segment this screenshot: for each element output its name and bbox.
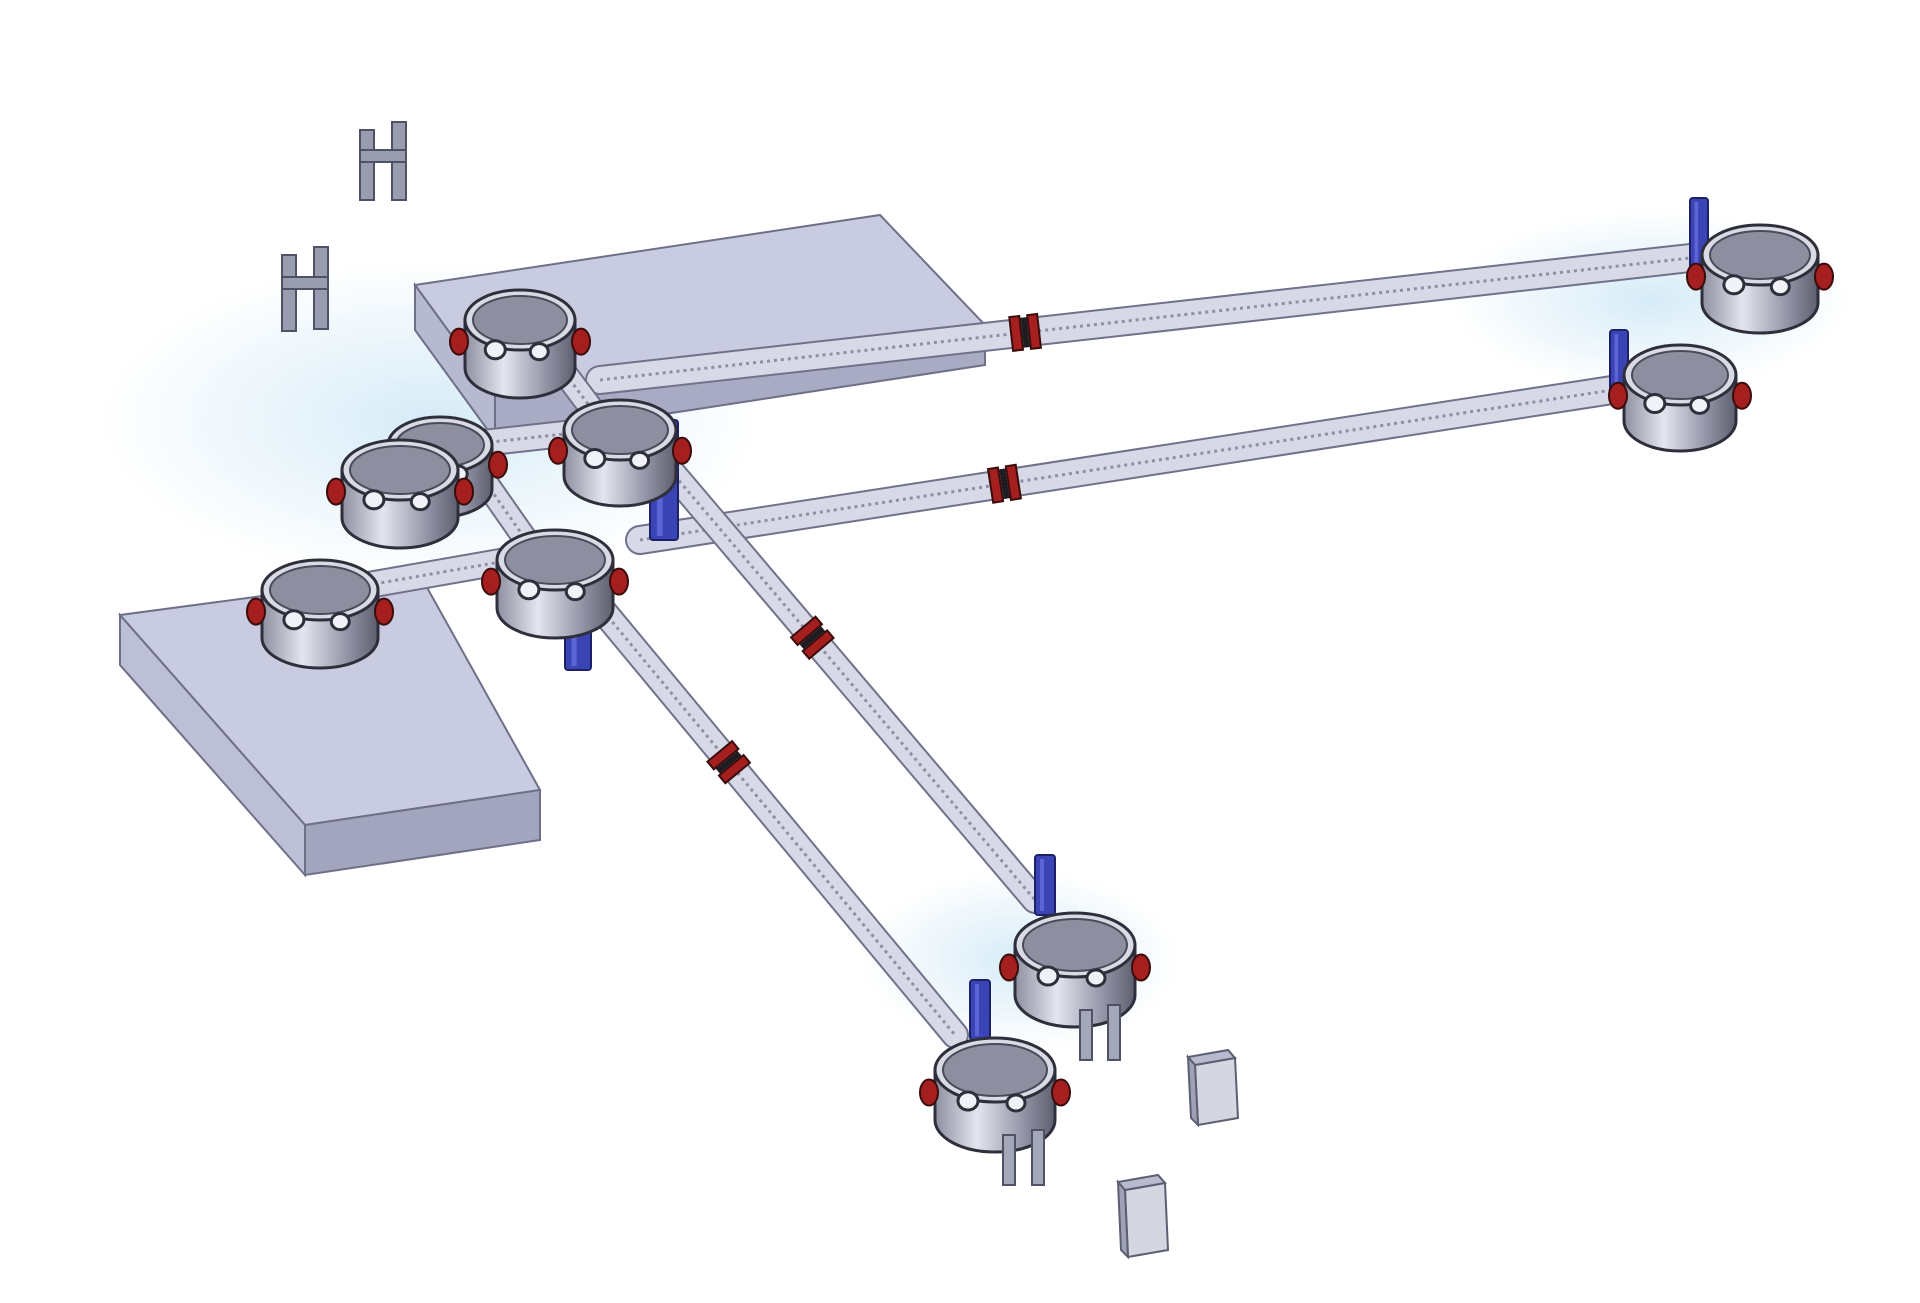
chamber-rear-table-port-a [483,339,507,361]
support-blue-lower-right [1034,854,1056,916]
chamber-lower-left [919,1036,1071,1154]
chamber-top-right-port-b [1769,277,1791,297]
chamber-top-right-flange-right [1814,262,1834,291]
chamber-mid-right-flange-left [1608,381,1628,410]
chamber-central-left-port-b [409,492,431,512]
chamber-central-right-flange-left [548,436,568,465]
h-bracket-lower [281,246,329,332]
chamber-top-right-port-a [1722,274,1746,296]
tube-arm-right-upper [585,243,1705,395]
chamber-rear-table-flange-left [449,327,469,356]
chamber-central-front-flange-left [481,567,501,596]
tube-arm-right-lower-flange [986,463,1023,504]
chamber-front-left-flange-left [246,597,266,626]
chamber-central-right-port-a [583,448,607,470]
chamber-lower-left-port-b [1005,1093,1027,1113]
chamber-lower-right-port-b [1085,968,1107,988]
tube-arm-down-right-flange [789,615,836,661]
chamber-central-right [548,398,692,508]
h-bracket-upper [359,121,407,201]
chamber-central-left-flange-left [326,477,346,506]
chamber-front-left [246,558,394,670]
block-upper [1186,1048,1240,1128]
support-blue-lower-left [969,979,991,1041]
chamber-central-front-port-b [564,582,586,602]
tube-arm-right-upper-flange [1008,312,1043,352]
chamber-lower-left-flange-left [919,1078,939,1107]
chamber-front-left-port-b [329,612,351,632]
chamber-central-left [326,438,474,550]
chamber-front-left-port-a [282,609,306,631]
tube-arms [326,243,1705,1049]
chamber-mid-right-port-b [1689,395,1711,415]
chamber-lower-right-flange-left [999,953,1019,982]
tube-arm-down-left [576,581,969,1049]
chamber-rear-table-port-b [528,342,550,362]
chamber-central-right-flange-right [672,436,692,465]
chamber-rear-table [449,288,591,400]
tube-arm-right-lower [625,373,1640,555]
tube-arm-down-left-flange [706,739,752,785]
chamber-central-left-port-a [362,489,386,511]
chamber-lower-left-port-a [956,1090,980,1112]
chamber-mid-right-flange-right [1732,381,1752,410]
chamber-lower-right [999,911,1151,1029]
chamber-central-front [481,528,629,640]
legs-chamber-lower-right [1079,1004,1121,1061]
chamber-rear-table-flange-right [571,327,591,356]
chamber-central-back-flange-right [488,450,508,479]
chamber-central-left-flange-right [454,477,474,506]
chamber-lower-left-flange-right [1051,1078,1071,1107]
legs-chamber-lower-left [1002,1129,1045,1186]
block-lower [1116,1173,1170,1260]
chamber-central-front-flange-right [609,567,629,596]
chamber-top-right [1686,223,1834,335]
chamber-lower-right-port-a [1036,965,1060,987]
chamber-front-left-flange-right [374,597,394,626]
chamber-mid-right-port-a [1643,393,1667,415]
chamber-top-right-flange-left [1686,262,1706,291]
tube-arm-down-right [656,456,1049,914]
chamber-central-front-port-a [517,579,541,601]
chambers [246,223,1834,1154]
chamber-mid-right [1608,343,1752,453]
chamber-central-right-port-b [629,450,651,470]
chamber-lower-right-flange-right [1131,953,1151,982]
